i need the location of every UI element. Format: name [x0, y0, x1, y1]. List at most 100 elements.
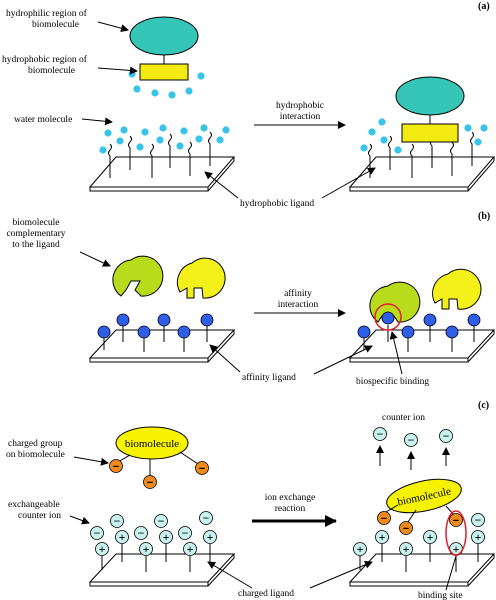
- svg-text:−: −: [203, 511, 210, 525]
- charged-ligand-arrow-right: [309, 561, 373, 589]
- svg-text:+: +: [207, 530, 214, 544]
- bound-hydrophobic-region: [401, 123, 459, 143]
- hydrophobic-ligands-left: [108, 131, 212, 178]
- svg-text:+: +: [453, 542, 460, 556]
- bound-water-molecules-right: [360, 118, 488, 154]
- svg-text:−: −: [475, 513, 482, 527]
- water-molecule-label: water molecule: [14, 115, 72, 125]
- biospecific-binding-label: biospecific binding: [356, 376, 429, 387]
- ion-exchange-line1: ion exchange: [265, 493, 315, 503]
- support-plate-right-b: [348, 329, 496, 359]
- svg-text:+: +: [187, 542, 194, 556]
- charged-group-label-line1: charged group: [8, 439, 63, 449]
- charged-ligand-arrow-left: [207, 561, 253, 589]
- support-plate-right-c: [348, 553, 496, 583]
- released-counter-ions: − − −: [373, 427, 453, 470]
- hydrophilic-region-shape: [129, 16, 199, 56]
- affinity-ligands-right: [357, 313, 481, 352]
- hydrophobic-interaction-line2: interaction: [280, 112, 321, 122]
- support-plate-left-c: [88, 553, 236, 583]
- svg-text:−: −: [94, 526, 101, 540]
- complement-label-line1: biomolecule: [13, 218, 60, 228]
- hydrophobic-label-line2: biomolecule: [28, 66, 75, 76]
- panel-b: (b) biomolecule complementary to the lig…: [6, 211, 496, 387]
- panel-b-tag: (b): [478, 211, 490, 222]
- charged-ligands-left: ++ ++ ++ −− −− −−: [90, 511, 217, 572]
- svg-text:−: −: [114, 514, 121, 528]
- svg-text:−: −: [182, 526, 189, 540]
- ligand-arrow-right-a: [321, 167, 376, 199]
- svg-text:+: +: [99, 542, 106, 556]
- hydrophobic-ligand-label: hydrophobic ligand: [240, 199, 314, 209]
- svg-text:+: +: [143, 542, 150, 556]
- bound-biomolecule-c: [386, 478, 462, 514]
- svg-text:−: −: [377, 427, 384, 441]
- svg-text:+: +: [379, 530, 386, 544]
- affinity-interaction-line2: interaction: [278, 300, 319, 310]
- svg-text:+: +: [119, 530, 126, 544]
- svg-text:−: −: [147, 477, 153, 489]
- free-biomolecule-c: [115, 426, 189, 460]
- panel-c: (c) biomolecule − − − charged group on b…: [6, 400, 496, 600]
- hydrophobic-region-shape: [139, 63, 189, 81]
- svg-text:−: −: [381, 513, 387, 525]
- affinity-ligand-arrow-right: [313, 345, 373, 375]
- svg-text:+: +: [475, 530, 482, 544]
- affinity-ligand-arrow-left: [209, 344, 241, 373]
- bound-water-molecules-left: [99, 124, 230, 154]
- panel-a-tag: (a): [478, 1, 490, 12]
- negative-groups-bound: − − −: [377, 511, 463, 535]
- complement-label-line3: to the ligand: [12, 240, 60, 250]
- water-arrow: [81, 117, 113, 126]
- charged-ligand-label: charged ligand: [238, 589, 294, 599]
- bound-hydrophilic-region: [395, 76, 465, 116]
- hydrophobic-label-line1: hydrophobic region of: [2, 54, 88, 65]
- binding-highlight-circle: [374, 303, 402, 331]
- binding-site-label: binding site: [418, 591, 463, 600]
- hydrophobic-arrow: [97, 66, 138, 75]
- hydrophilic-arrow: [97, 21, 129, 33]
- affinity-interaction-line1: affinity: [284, 288, 312, 299]
- charged-group-arrow: [73, 456, 109, 466]
- affinity-ligand-label: affinity ligand: [242, 372, 296, 383]
- counter-ion-label-line1: exchangeable: [8, 500, 60, 510]
- affinity-ligands-left: [97, 313, 214, 352]
- hydrophobic-interaction-line1: hydrophobic: [276, 101, 324, 111]
- ligand-arrow-left-a: [204, 171, 239, 199]
- svg-text:−: −: [443, 429, 450, 443]
- free-yellow-biomolecule: [432, 268, 482, 310]
- svg-text:−: −: [158, 514, 165, 528]
- svg-text:+: +: [357, 542, 364, 556]
- hydrophilic-label-line2: biomolecule: [32, 20, 79, 30]
- support-plate-left-a: [88, 156, 236, 188]
- binding-site-pointer: [445, 555, 457, 591]
- svg-text:−: −: [403, 523, 409, 535]
- panel-c-tag: (c): [478, 400, 489, 411]
- ion-exchange-line2: reaction: [275, 504, 306, 514]
- complement-label-line2: complementary: [6, 229, 65, 239]
- svg-text:−: −: [199, 463, 205, 475]
- counter-ion-label-line2: counter ion: [18, 511, 61, 521]
- svg-text:−: −: [453, 515, 459, 527]
- biospecific-binding-arrow: [389, 331, 403, 375]
- support-plate-edge-left-a: [89, 186, 209, 192]
- svg-text:+: +: [163, 530, 170, 544]
- free-biomolecule-label: biomolecule: [125, 438, 179, 450]
- charged-ligands-right: + + + + + + −: [353, 513, 485, 572]
- svg-text:−: −: [408, 433, 415, 447]
- complement-arrow: [79, 251, 111, 267]
- support-plate-left-b: [88, 329, 236, 359]
- panel-a: (a) hydrophilic region of biomolecule hy…: [2, 1, 496, 209]
- counter-ion-arrow: [69, 515, 90, 525]
- green-biomolecule: [112, 255, 164, 297]
- svg-text:+: +: [427, 530, 434, 544]
- bound-affinity-ligand: [381, 311, 395, 325]
- binding-site-highlight: [445, 510, 467, 556]
- yellow-biomolecule: [176, 257, 226, 299]
- bound-green-biomolecule: [369, 281, 421, 323]
- svg-text:−: −: [138, 526, 145, 540]
- charged-group-label-line2: on biomolecule: [6, 450, 65, 460]
- svg-text:+: +: [403, 542, 410, 556]
